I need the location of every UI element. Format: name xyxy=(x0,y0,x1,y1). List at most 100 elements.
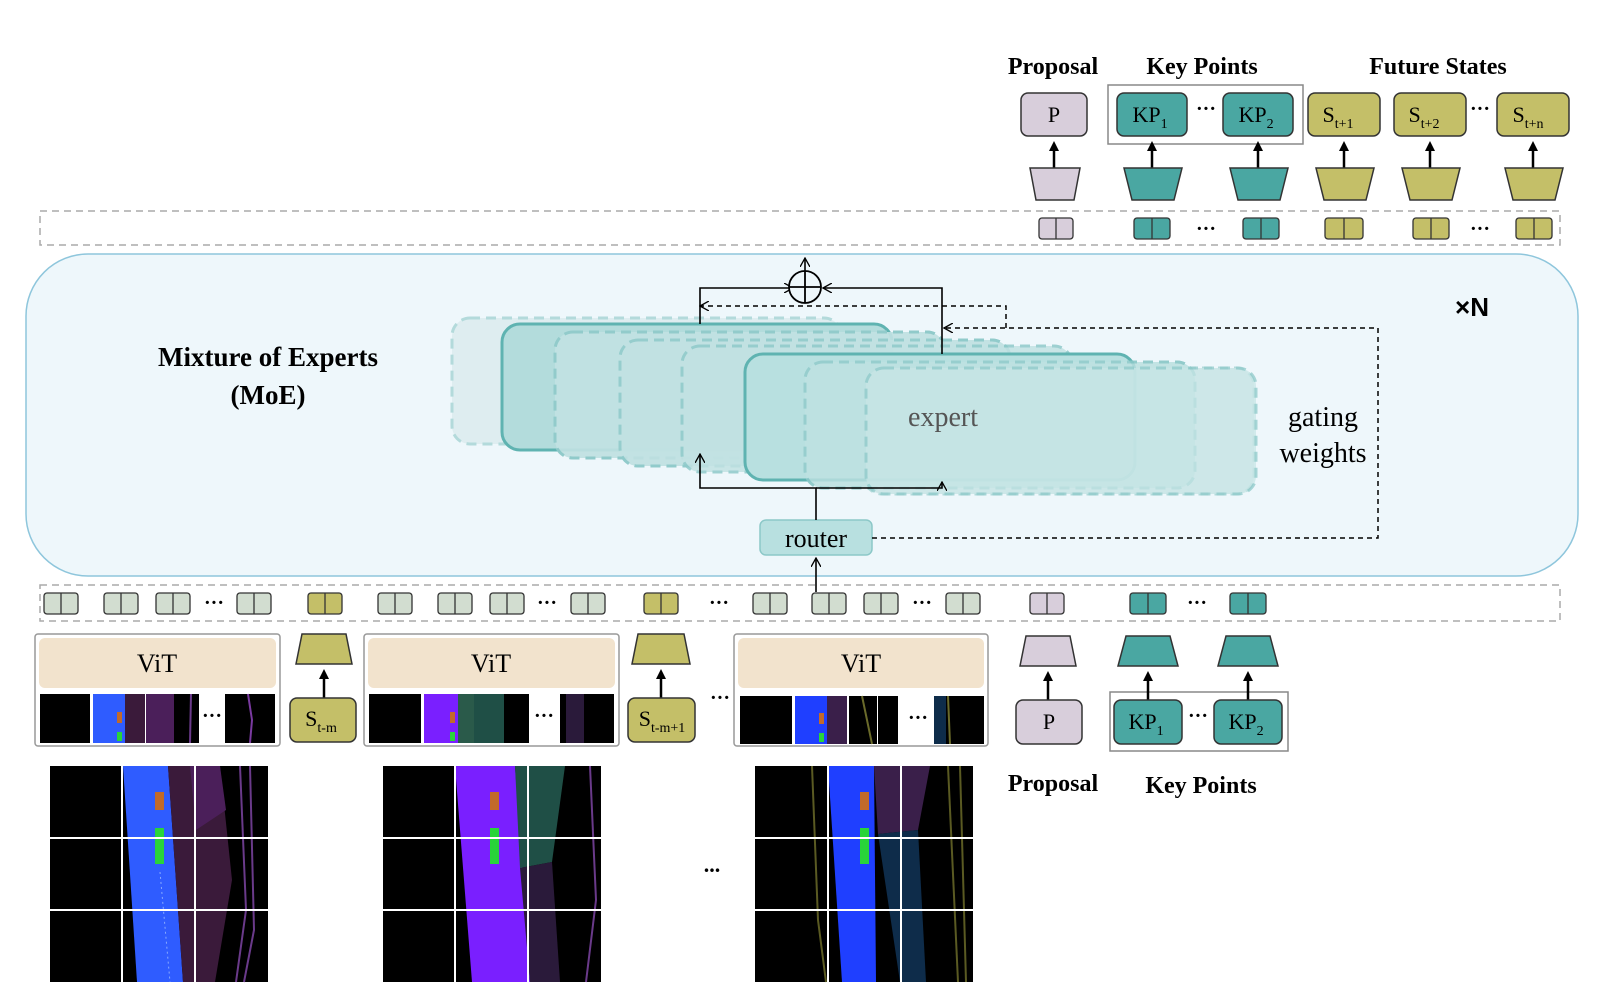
token xyxy=(103,592,139,615)
svg-text:St+1: St+1 xyxy=(1322,102,1353,132)
state-tm1-sub: t-m+1 xyxy=(651,721,685,736)
token xyxy=(377,592,413,615)
top-state1-sub: t+1 xyxy=(1335,117,1354,132)
token xyxy=(863,592,899,615)
top-strip-dots-2: ··· xyxy=(1470,218,1490,240)
top-state-dots: ··· xyxy=(1470,98,1490,120)
bottom-kp1-encoder: KP1 xyxy=(1113,635,1183,745)
token xyxy=(307,592,343,615)
bottom-kp2-text: KP xyxy=(1228,709,1256,734)
routing-lines xyxy=(700,258,942,592)
svg-text:St+n: St+n xyxy=(1512,102,1543,132)
bottom-strip-dots-5: ··· xyxy=(1187,592,1207,614)
proposal-head-top xyxy=(1029,167,1081,201)
bottom-kp1-text: KP xyxy=(1128,709,1156,734)
bottom-kp2-sub: 2 xyxy=(1257,724,1264,739)
vit-label-2: ViT xyxy=(471,649,511,678)
state2-head-top xyxy=(1401,167,1461,201)
vit-thumbnails-1 xyxy=(40,693,275,744)
between-images-dots: ... xyxy=(704,852,721,877)
bottom-strip-dots-3: ··· xyxy=(709,592,729,614)
kp2-head-top xyxy=(1229,167,1289,201)
token xyxy=(1129,592,1167,615)
vit-label-3: ViT xyxy=(841,649,881,678)
top-key-points-label: Key Points xyxy=(1146,54,1257,80)
svg-text:KP1: KP1 xyxy=(1128,709,1163,739)
vit-dots-2: ··· xyxy=(534,705,554,727)
state-tm1-encoder: St-m+1 xyxy=(627,633,696,743)
staten-head-top xyxy=(1504,167,1564,201)
token xyxy=(752,592,788,615)
bottom-key-points-frame xyxy=(1109,691,1289,752)
sum-node xyxy=(788,270,822,304)
svg-text:KP1: KP1 xyxy=(1132,102,1167,132)
top-proposal-output: P xyxy=(1020,92,1088,137)
token xyxy=(945,592,981,615)
token xyxy=(1515,217,1553,240)
svg-text:St-m: St-m xyxy=(305,706,337,736)
top-output-arrows xyxy=(1049,141,1538,170)
proposal-head-bottom xyxy=(1019,635,1077,667)
bottom-kp1-sub: 1 xyxy=(1157,724,1164,739)
bottom-strip-dots-1: ··· xyxy=(204,592,224,614)
token xyxy=(643,592,679,615)
top-state2-output: St+2 xyxy=(1393,92,1467,137)
kp1-head-top xyxy=(1123,167,1183,201)
kp1-head-bottom xyxy=(1117,635,1179,667)
top-kp1-sub: 1 xyxy=(1161,117,1168,132)
token xyxy=(811,592,847,615)
state-tm-sub: t-m xyxy=(317,721,337,736)
bev-image-3 xyxy=(755,765,973,983)
token xyxy=(489,592,525,615)
svg-text:KP2: KP2 xyxy=(1228,709,1263,739)
bottom-proposal-label: Proposal xyxy=(1008,771,1099,797)
token xyxy=(1242,217,1280,240)
token xyxy=(155,592,191,615)
between-vit-dots: ··· xyxy=(710,687,730,709)
vit-block-3: ViT ··· xyxy=(733,633,989,747)
vit-thumbnails-2 xyxy=(369,694,614,743)
vit-label-1: ViT xyxy=(137,649,177,678)
top-token-strip-tokens xyxy=(1038,217,1553,240)
top-proposal-label: Proposal xyxy=(1008,54,1099,80)
state-tm-s: S xyxy=(305,706,317,731)
top-kp1-output: KP1 xyxy=(1116,92,1188,137)
top-staten-sub: t+n xyxy=(1525,117,1544,132)
moe-repeat-label: ×N xyxy=(1455,292,1489,322)
bottom-key-points-label: Key Points xyxy=(1145,773,1256,799)
top-state1-output: St+1 xyxy=(1307,92,1381,137)
state-tm-head xyxy=(295,633,353,665)
bottom-strip-dots-4: ··· xyxy=(912,592,932,614)
state-tm1-head xyxy=(631,633,691,665)
moe-title-line1: Mixture of Experts xyxy=(158,342,378,372)
top-future-states-label: Future States xyxy=(1369,54,1507,80)
kp2-head-bottom xyxy=(1217,635,1279,667)
top-state1-s: S xyxy=(1322,102,1334,127)
bottom-proposal-encoder: P xyxy=(1015,635,1083,745)
top-strip-dots-1: ··· xyxy=(1196,218,1216,240)
top-kp2-output: KP2 xyxy=(1222,92,1294,137)
gating-label-line2: weights xyxy=(1279,438,1366,469)
top-token-strip xyxy=(39,210,1561,246)
token xyxy=(1229,592,1267,615)
top-kp-dots: ··· xyxy=(1196,98,1216,120)
moe-title-line2: (MoE) xyxy=(231,380,306,410)
bottom-token-strip-tokens xyxy=(43,592,1267,615)
token xyxy=(1133,217,1171,240)
top-proposal-p: P xyxy=(1048,102,1060,127)
top-kp1-text: KP xyxy=(1132,102,1160,127)
bev-image-2 xyxy=(383,765,601,983)
gating-label-line1: gating xyxy=(1288,402,1358,433)
token xyxy=(1412,217,1450,240)
vit-thumbnails-3 xyxy=(740,695,984,745)
token xyxy=(1324,217,1364,240)
token xyxy=(437,592,473,615)
top-state2-s: S xyxy=(1408,102,1420,127)
state-tm1-s: S xyxy=(639,706,651,731)
top-kp2-sub: 2 xyxy=(1267,117,1274,132)
vit-block-1: ViT ··· xyxy=(34,633,281,747)
bottom-proposal-p: P xyxy=(1043,709,1055,734)
top-key-points-frame xyxy=(1107,84,1304,145)
svg-text:KP2: KP2 xyxy=(1238,102,1273,132)
vit-block-2: ViT ··· xyxy=(363,633,620,747)
